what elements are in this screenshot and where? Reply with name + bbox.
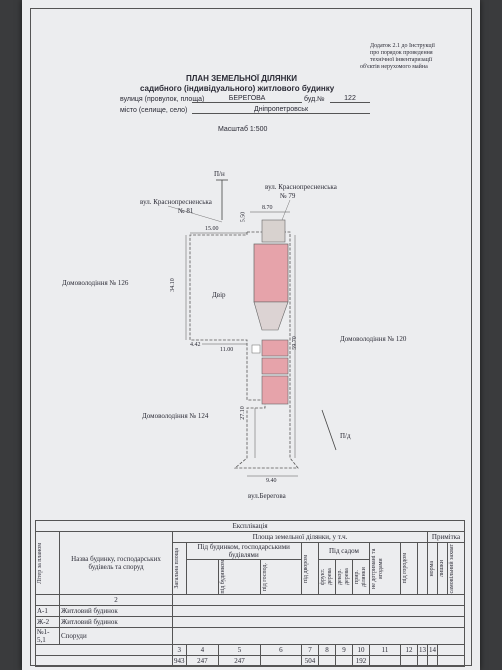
building-top — [261, 219, 286, 243]
neighbor-right: Домоволодіння № 120 — [340, 335, 407, 343]
value-cell: 247 — [218, 655, 261, 667]
colnum: 5 — [218, 644, 261, 656]
explication-header: Експлікація — [35, 520, 465, 532]
value-cell — [334, 655, 353, 667]
dim-11-00: 11.00 — [220, 347, 234, 353]
dim-8-70: 8.70 — [262, 205, 273, 211]
building-main — [253, 243, 289, 303]
row-name: Житловий будинок — [59, 616, 173, 628]
garden-header: Під садом — [317, 542, 370, 560]
yard-label: Двір — [212, 291, 226, 299]
street-bottom: вул.Берегова — [248, 492, 286, 500]
street-value: БЕРЕГОВА — [192, 95, 302, 103]
section-mark: П/д — [340, 432, 351, 440]
building-round — [253, 301, 289, 331]
house-label: буд.№ — [304, 96, 325, 103]
number-81: № 81 — [178, 207, 194, 215]
values-row: 943 247 247 504 192 — [35, 655, 466, 667]
value-cell — [317, 655, 336, 667]
city-value: Дніпропетровськ — [192, 106, 370, 114]
col-fruit: фрукт. дерева — [319, 568, 333, 586]
colnum: 8 — [317, 644, 336, 656]
neighbor-left-top: Домоволодіння № 126 — [62, 279, 129, 287]
value-cell — [259, 655, 302, 667]
document-subtitle: садибного (індивідуального) житлового бу… — [140, 84, 335, 93]
row-name: Споруди — [59, 627, 173, 645]
value-cell: 504 — [300, 655, 319, 667]
col-under-house: під будинком — [220, 560, 227, 594]
dim-4-42: 4.42 — [190, 342, 201, 348]
dim-5-50: 5.50 — [240, 211, 247, 223]
appendix-line-4: об'єктів нерухомого майна — [360, 64, 428, 70]
col-under-gosp: під господ. — [261, 562, 268, 592]
value-cell: 943 — [172, 655, 187, 667]
col-orchard: прир. ділянки — [353, 567, 367, 587]
value-cell — [399, 655, 418, 667]
row-litera: Ж-2 — [35, 616, 60, 628]
value-cell — [368, 655, 401, 667]
col-notkept: не дотримані та ягодами — [370, 548, 384, 589]
dim-15-00: 15.00 — [205, 226, 219, 232]
appendix-line-1: Додаток 2.1 до Інструкції — [370, 43, 435, 49]
value-cell: 192 — [351, 655, 370, 667]
dim-27-10: 27.10 — [239, 406, 246, 420]
plot-boundary — [189, 231, 299, 469]
colnum: 13 — [416, 644, 428, 656]
building-lower-1 — [261, 339, 289, 357]
colnum: 10 — [351, 644, 370, 656]
table-row: №1-5,1 Споруди — [35, 627, 465, 645]
value-cell — [426, 655, 438, 667]
col-selfcapture: самовільний захват — [448, 543, 455, 594]
col-excess: лишки — [438, 560, 445, 577]
col-yard: під двором — [302, 554, 309, 583]
table-row: Ж-2 Житловий будинок — [35, 616, 465, 628]
building-small — [251, 344, 261, 354]
col-norm: норма — [428, 560, 435, 577]
table-row: А-1 Житловий будинок — [35, 605, 465, 617]
value-cell: 247 — [185, 655, 220, 667]
street-label: вулиця (провулок, площа) — [120, 96, 205, 103]
col-decor: декор. дерева — [336, 568, 350, 586]
table-row: 2 — [35, 594, 465, 606]
col-total: Загальна площа — [174, 548, 180, 589]
house-value: 122 — [330, 95, 370, 103]
col-garden: під городом — [401, 553, 408, 584]
north-label: П/н — [214, 170, 225, 178]
building-lower-2 — [261, 357, 289, 375]
row-number: 2 — [59, 594, 173, 606]
value-cell — [416, 655, 428, 667]
col-name: Назва будинку, господарських будівель та… — [59, 531, 173, 595]
row-litera: №1-5,1 — [35, 627, 60, 645]
city-label: місто (селище, село) — [120, 107, 188, 114]
colnum: 12 — [399, 644, 418, 656]
colnum: 7 — [300, 644, 319, 656]
street-top-left: вул. Краснопресненська — [140, 198, 212, 206]
appendix-line-3: технічної інвентаризації — [370, 57, 433, 63]
street-top-right: вул. Краснопресненська — [265, 183, 337, 191]
document-title: ПЛАН ЗЕМЕЛЬНОЇ ДІЛЯНКИ — [186, 74, 297, 83]
neighbor-left-bottom: Домоволодіння № 124 — [142, 412, 209, 420]
dim-59-70: 59.70 — [291, 336, 298, 350]
column-numbers-row: 3 4 5 6 7 8 9 10 11 12 13 14 — [35, 644, 466, 656]
dim-9-40: 9.40 — [266, 478, 277, 484]
colnum: 9 — [334, 644, 353, 656]
appendix-line-2: про порядок проведення — [370, 50, 433, 56]
colnum: 14 — [426, 644, 438, 656]
number-79: № 79 — [280, 192, 296, 200]
colnum: 3 — [172, 644, 187, 656]
dim-34-10: 34.10 — [169, 278, 176, 292]
area-header: Площа земельної ділянки, у т.ч. — [172, 531, 428, 543]
building-lower-3 — [261, 375, 289, 405]
colnum: 11 — [368, 644, 401, 656]
scale-label: Масштаб 1:500 — [218, 126, 268, 133]
colnum: 6 — [259, 644, 302, 656]
row-litera: А-1 — [35, 605, 60, 617]
under-buildings-header: Під будинком, господарськими будівлями — [185, 542, 302, 560]
note-header: Примітка — [426, 531, 466, 543]
col-litera: Літер за планом — [37, 542, 43, 584]
row-name: Житловий будинок — [59, 605, 173, 617]
colnum: 4 — [185, 644, 220, 656]
explication-table: Експлікація Літер за планом Назва будинк… — [35, 520, 466, 667]
